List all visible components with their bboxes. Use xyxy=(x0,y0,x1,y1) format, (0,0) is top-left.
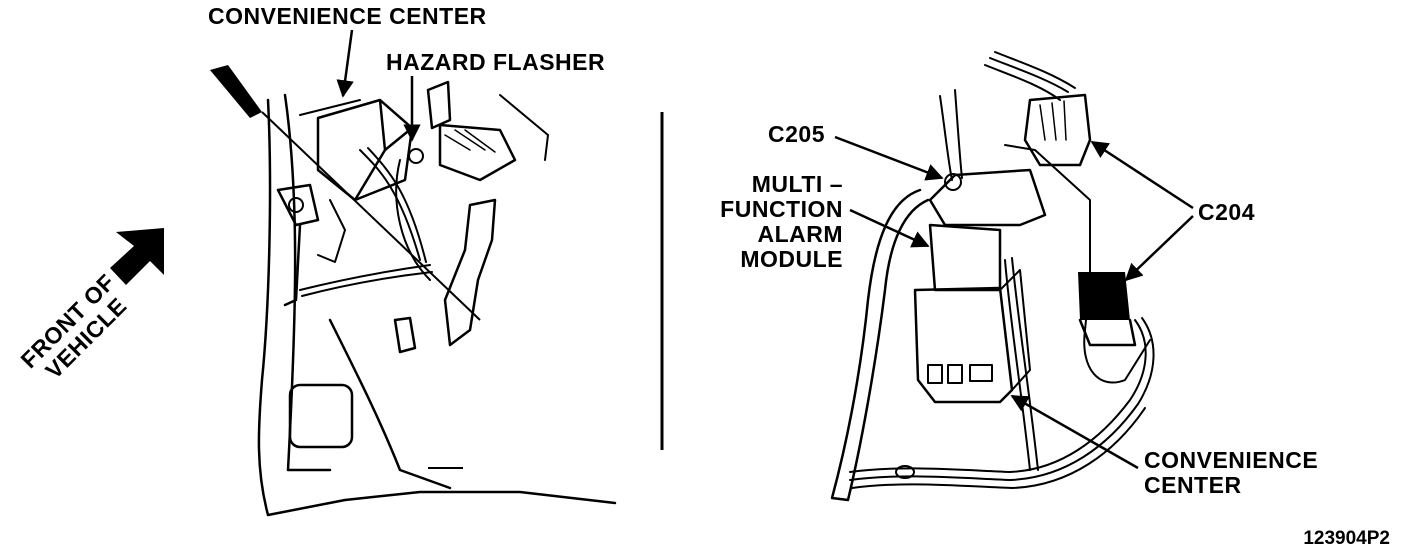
left-mounting-bracket xyxy=(276,183,497,354)
left-label-convenience-center: CONVENIENCE CENTER xyxy=(208,3,487,29)
left-view-drawing: CONVENIENCE CENTER HAZARD FLASHER FRONT … xyxy=(16,3,617,517)
left-screw-fastener xyxy=(210,65,481,321)
right-wire-harness xyxy=(849,257,1155,489)
right-alarm-module-leader xyxy=(849,208,930,248)
right-label-alarm-module: MULTI – FUNCTION ALARM MODULE xyxy=(720,171,843,272)
alarm-module-label-line-2: FUNCTION xyxy=(720,196,843,222)
right-c204-lower-connector xyxy=(1078,272,1137,347)
figure-code: 123904P2 xyxy=(1303,528,1390,549)
left-convenience-center-leader xyxy=(336,29,354,98)
right-c205-leader xyxy=(834,135,944,181)
left-hazard-flasher-connector xyxy=(408,80,517,182)
left-label-hazard-flasher: HAZARD FLASHER xyxy=(386,49,605,75)
left-wire-harness xyxy=(299,147,433,297)
right-convenience-center-box xyxy=(913,269,1031,404)
right-label-c205: C205 xyxy=(768,121,825,147)
left-panel-inner-edge xyxy=(283,93,452,490)
right-trim-outline xyxy=(830,188,930,502)
right-c204-leader-lower xyxy=(1124,215,1194,282)
left-panel-pad xyxy=(288,383,354,449)
alarm-module-label-line-4: MODULE xyxy=(740,246,843,272)
alarm-module-label-line-1: MULTI – xyxy=(752,171,843,197)
right-view-drawing: C205 MULTI – FUNCTION ALARM MODULE C204 … xyxy=(720,51,1318,502)
alarm-module-label-line-3: ALARM xyxy=(757,221,843,247)
front-of-vehicle-arrow-icon xyxy=(110,228,164,285)
left-panel-outline xyxy=(257,98,617,517)
right-c204-upper-connector xyxy=(984,51,1092,167)
right-label-convenience-center-line-1: CONVENIENCE xyxy=(1144,447,1318,473)
right-c204-leader-upper xyxy=(1090,140,1194,210)
right-convenience-center-leader xyxy=(1010,394,1139,470)
right-label-convenience-center-line-2: CENTER xyxy=(1144,472,1242,498)
right-label-c204: C204 xyxy=(1198,199,1255,225)
